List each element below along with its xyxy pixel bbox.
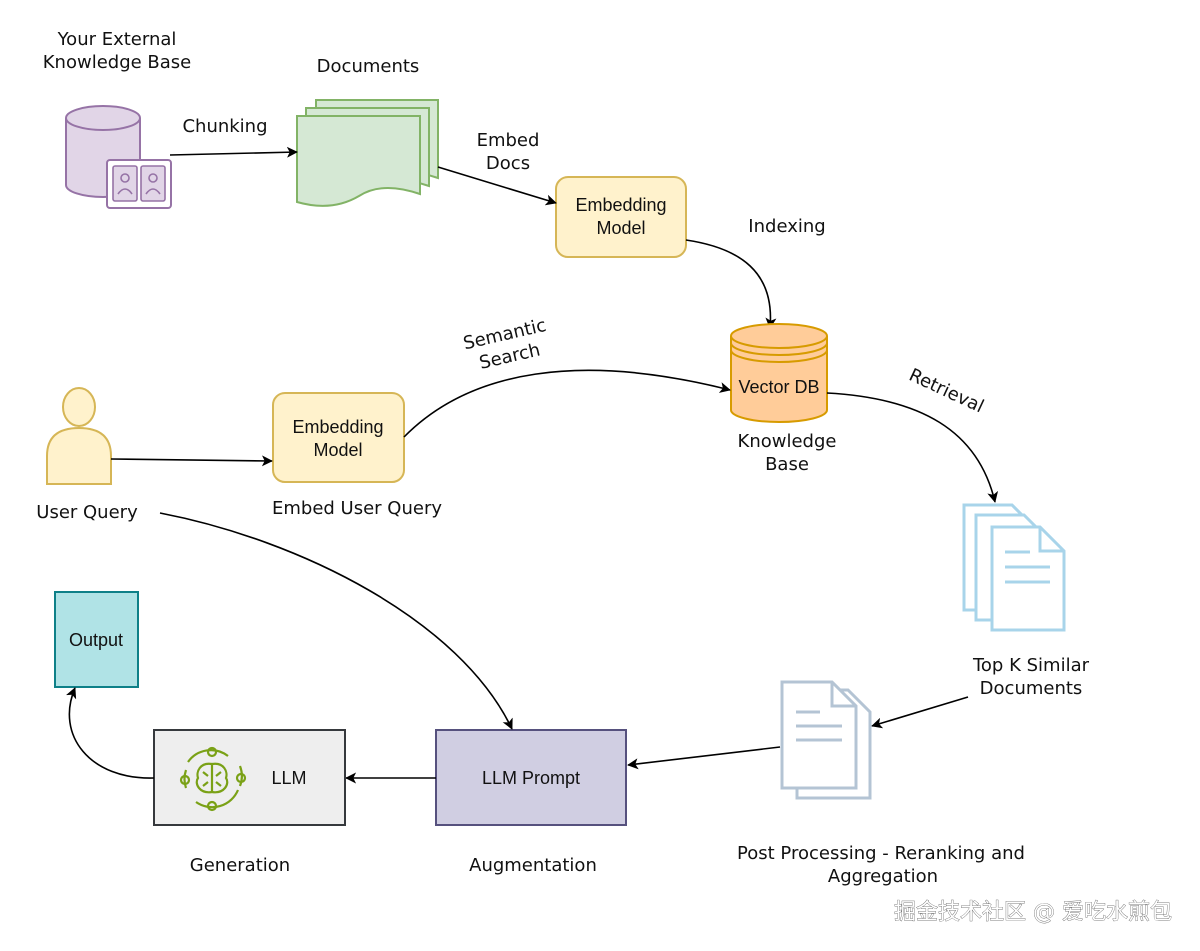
knowledge-base-node: [65, 105, 172, 209]
kb-title-line1: Your External: [57, 29, 177, 50]
book-icon: [106, 159, 172, 209]
brain-icon: [179, 746, 247, 812]
embedding-model-mid-box: [272, 392, 405, 483]
file-icon: [780, 680, 872, 800]
files-icon: [962, 503, 1066, 632]
llm-box: [153, 729, 346, 826]
embed-docs-edge: [437, 166, 557, 206]
topk-to-post-edge: [871, 696, 969, 729]
embedding-model-mid-line2: Model: [313, 440, 362, 460]
user-icon: [46, 387, 112, 485]
embed-docs-line1: Embed: [477, 130, 540, 151]
llm-prompt-box: [435, 729, 627, 826]
embedding-model-top-line1: Embedding: [575, 195, 666, 215]
retrieval-label: Retrieval: [906, 365, 987, 418]
knowledge-base-line2: Base: [765, 454, 809, 475]
chunking-edge: [169, 146, 298, 158]
document-stack-icon: [296, 99, 439, 207]
top-k-line2: Documents: [980, 678, 1083, 699]
database-icon: [65, 105, 141, 198]
generation-label: Generation: [190, 855, 290, 876]
documents-label: Documents: [317, 56, 420, 77]
post-processing-line1: Post Processing - Reranking and: [737, 843, 1025, 864]
llm-label: LLM: [271, 768, 306, 788]
kb-title-line2: Knowledge Base: [43, 52, 192, 73]
chunking-label: Chunking: [182, 116, 267, 137]
vector-db-label: Vector DB: [738, 377, 819, 397]
indexing-label: Indexing: [748, 216, 825, 237]
watermark-text: 掘金技术社区 @ 爱吃水煎包: [894, 900, 1172, 925]
user-query-label: User Query: [36, 502, 138, 523]
knowledge-base-line1: Knowledge: [738, 431, 837, 452]
semantic-search-edge: [403, 369, 731, 438]
embedding-model-top-line2: Model: [596, 218, 645, 238]
top-k-line1: Top K Similar: [972, 655, 1090, 676]
llm-prompt-label: LLM Prompt: [482, 768, 580, 788]
output-label: Output: [69, 630, 123, 650]
embedding-model-top-box: [555, 176, 687, 258]
embed-user-query-label: Embed User Query: [272, 498, 442, 519]
user-to-embedding-edge: [110, 455, 273, 467]
output-box: [54, 591, 139, 688]
post-processing-line2: Aggregation: [828, 866, 938, 887]
retrieval-edge: [826, 392, 999, 503]
embedding-model-mid-line1: Embedding: [292, 417, 383, 437]
llm-to-output-edge: [65, 687, 155, 779]
embed-docs-line2: Docs: [486, 153, 530, 174]
query-to-prompt-edge: [159, 512, 513, 730]
vector-db-node: [730, 323, 828, 423]
indexing-edge: [685, 239, 777, 329]
post-to-prompt-edge: [627, 746, 781, 770]
augmentation-label: Augmentation: [469, 855, 597, 876]
